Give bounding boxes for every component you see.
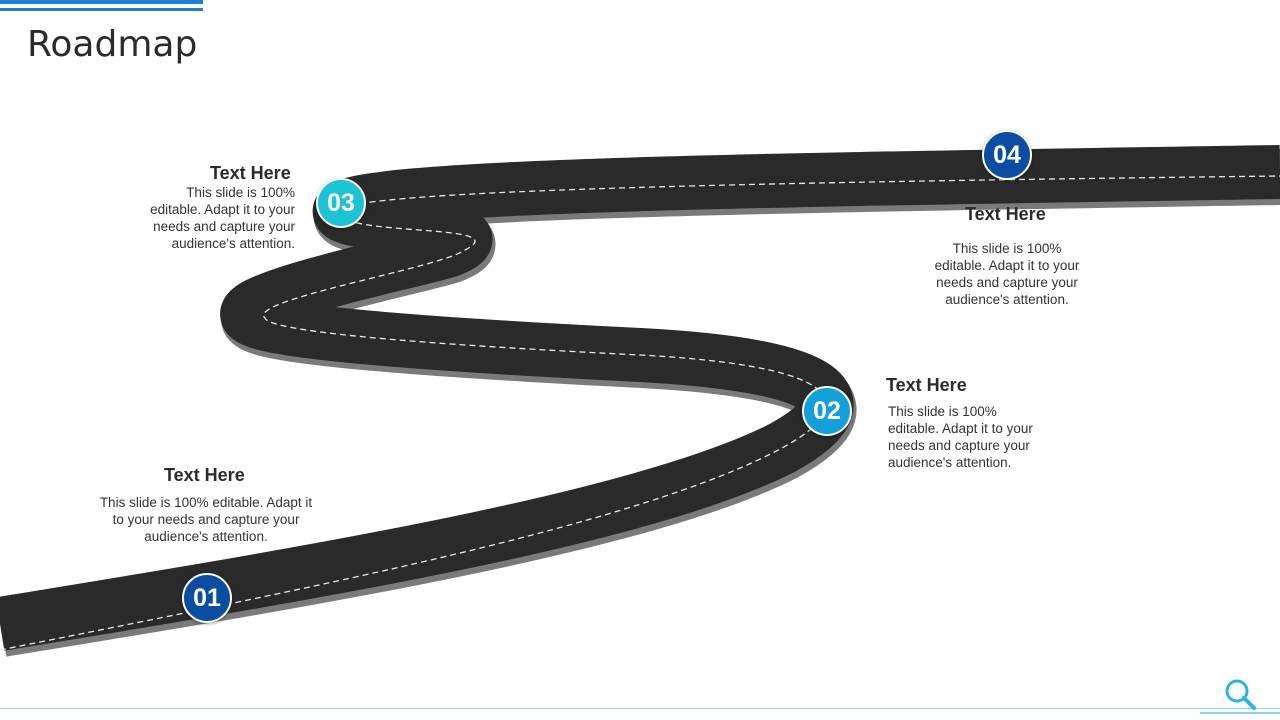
footer-line <box>0 708 1280 709</box>
page-title: Roadmap <box>27 24 198 65</box>
title-accent-bar <box>0 0 203 4</box>
milestone-1-text: This slide is 100% editable. Adapt it to… <box>99 495 313 544</box>
title-accent-bar-thin <box>0 8 203 11</box>
road-center-line <box>0 175 1280 651</box>
milestone-3-text: This slide is 100% editable. Adapt it to… <box>150 185 295 251</box>
milestone-1-heading: Text Here <box>164 465 245 485</box>
milestone-2-text: This slide is 100% editable. Adapt it to… <box>888 404 1033 470</box>
search-icon[interactable] <box>1222 676 1258 712</box>
road-body <box>0 145 1280 651</box>
milestone-2-marker: 02 <box>802 386 852 436</box>
milestone-2-heading: Text Here <box>886 375 967 395</box>
milestone-4-text: This slide is 100% editable. Adapt it to… <box>934 241 1080 307</box>
milestone-4-heading: Text Here <box>965 204 1046 224</box>
milestone-3-marker: 03 <box>316 178 366 228</box>
footer-accent <box>1200 712 1280 714</box>
milestone-1-marker: 01 <box>182 573 232 623</box>
milestone-3-heading: Text Here <box>210 163 291 183</box>
milestone-4-marker: 04 <box>982 130 1032 180</box>
